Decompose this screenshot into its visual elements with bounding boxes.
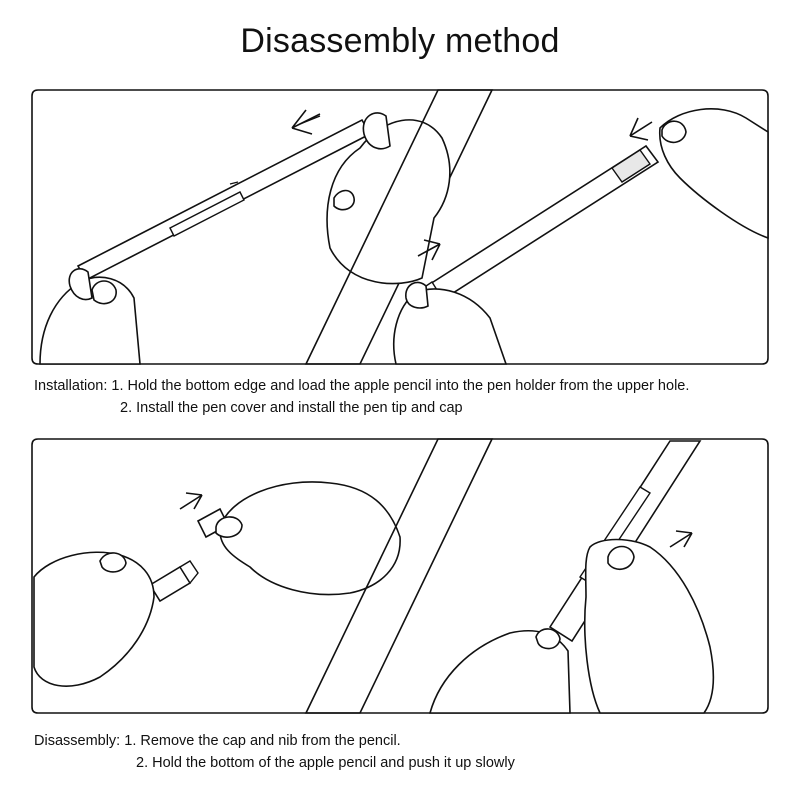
installation-caption: Installation: 1. Hold the bottom edge an… bbox=[0, 378, 800, 422]
hand-illustration bbox=[215, 481, 401, 596]
hand-illustration bbox=[326, 112, 451, 285]
page-title: Disassembly method bbox=[240, 22, 560, 60]
hand-illustration bbox=[39, 268, 141, 365]
installation-step-2: 2. Install the pen cover and install the… bbox=[120, 400, 463, 416]
arrow-icon bbox=[669, 530, 693, 548]
disassembly-illustration-2 bbox=[300, 437, 770, 717]
arrow-icon bbox=[417, 239, 441, 261]
installation-heading: Installation: bbox=[34, 378, 108, 394]
hand-illustration bbox=[428, 628, 571, 714]
hand-illustration bbox=[33, 551, 155, 687]
disassembly-step-1: 1. Remove the cap and nib from the penci… bbox=[124, 733, 401, 749]
disassembly-illustration-1 bbox=[30, 437, 494, 717]
disassembly-heading: Disassembly: bbox=[34, 733, 121, 749]
installation-illustration-2 bbox=[300, 88, 770, 368]
arrow-icon bbox=[179, 492, 203, 510]
installation-step-1: 1. Hold the bottom edge and load the app… bbox=[111, 378, 690, 394]
arrow-icon bbox=[629, 117, 653, 141]
installation-illustration-1 bbox=[30, 88, 494, 368]
disassembly-step-2: 2. Hold the bottom of the apple pencil a… bbox=[136, 755, 515, 771]
disassembly-caption: Disassembly: 1. Remove the cap and nib f… bbox=[0, 733, 800, 777]
hand-illustration bbox=[393, 281, 508, 365]
arrow-icon bbox=[291, 109, 321, 135]
hand-illustration bbox=[583, 538, 715, 714]
pencil-illustration bbox=[148, 507, 230, 603]
pencil-illustration bbox=[413, 144, 660, 311]
hand-illustration bbox=[658, 108, 769, 240]
